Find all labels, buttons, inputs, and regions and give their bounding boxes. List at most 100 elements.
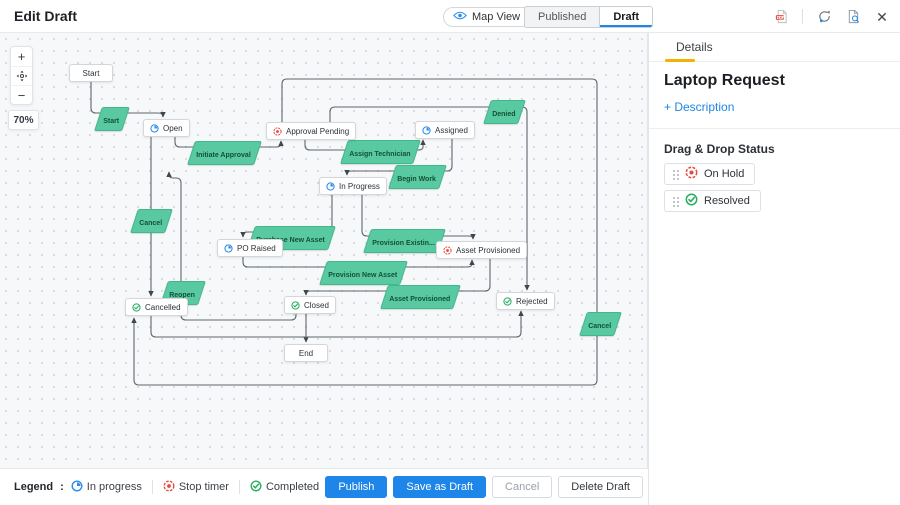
draft-toggle: Published Draft	[524, 6, 653, 28]
publish-button[interactable]: Publish	[325, 476, 388, 498]
status-chip-label: Resolved	[704, 195, 750, 207]
sidebar-divider	[649, 128, 900, 129]
workflow-edges	[90, 78, 598, 386]
edge-closed-open[interactable]	[166, 171, 297, 321]
header-divider	[802, 9, 803, 24]
zoom-in-button[interactable]: +	[17, 49, 26, 64]
transition-label-text: Cancel	[139, 220, 163, 227]
stop-timer-icon	[163, 479, 175, 495]
status-node-end[interactable]: End	[284, 344, 328, 362]
transition-label-text: Denied	[492, 111, 516, 118]
export-pdf-icon[interactable]	[773, 9, 789, 25]
transition-label-asset-provisioned[interactable]: Asset Provisioned	[380, 285, 461, 309]
history-icon[interactable]	[816, 9, 832, 25]
status-node-label: Assigned	[435, 125, 468, 135]
status-chip-label: On Hold	[704, 168, 745, 180]
in-progress-icon	[224, 243, 233, 253]
save-as-draft-button[interactable]: Save as Draft	[393, 476, 487, 498]
legend-divider	[238, 480, 240, 494]
legend-label: In progress	[86, 481, 142, 493]
footer-bar: Legend : In progress Stop timer Complete…	[0, 468, 648, 505]
transition-label-text: Cancel	[588, 323, 612, 330]
status-node-label: Start	[82, 68, 100, 78]
transition-label-begin-work[interactable]: Begin Work	[388, 165, 447, 189]
edge-approval-pending-rejected[interactable]	[329, 106, 530, 291]
status-node-po-raised[interactable]: PO Raised	[217, 239, 283, 257]
map-view-label: Map View	[472, 11, 521, 23]
drag-handle-icon	[672, 195, 679, 207]
draggable-status-resolved[interactable]: Resolved	[664, 190, 761, 212]
status-node-in-progress[interactable]: In Progress	[319, 177, 387, 195]
zoom-level-badge: 70%	[8, 110, 39, 130]
tab-details[interactable]: Details	[676, 40, 713, 54]
status-node-label: Cancelled	[145, 302, 181, 312]
stop-timer-icon	[443, 245, 452, 255]
tab-published[interactable]: Published	[525, 7, 601, 27]
add-description-link[interactable]: + Description	[664, 100, 735, 114]
status-node-label: Rejected	[516, 296, 548, 306]
transition-label-assign-technician[interactable]: Assign Technician	[340, 140, 422, 164]
legend-item-in-progress: In progress	[71, 479, 142, 495]
workflow-title: Laptop Request	[664, 72, 785, 89]
legend-divider	[151, 480, 153, 494]
completed-icon	[250, 479, 262, 495]
edge-cancelled-rejected[interactable]	[150, 310, 524, 338]
status-node-label: Open	[163, 123, 183, 133]
drag-drop-heading: Drag & Drop Status	[664, 142, 775, 156]
status-node-approval-pending[interactable]: Approval Pending	[266, 122, 357, 140]
in-progress-icon	[150, 123, 159, 133]
status-node-label: Approval Pending	[286, 126, 350, 136]
top-bar: Edit Draft Map View ▾ Published Draft ✕	[0, 0, 900, 33]
status-node-start[interactable]: Start	[69, 64, 113, 82]
sidebar-tab-bar: Details	[649, 33, 900, 62]
legend: Legend : In progress Stop timer Complete…	[0, 479, 319, 495]
details-sidebar: Details Laptop Request + Description Dra…	[648, 33, 900, 505]
legend-item-completed: Completed	[250, 479, 319, 495]
zoom-out-button[interactable]: −	[11, 85, 32, 104]
status-node-label: Closed	[304, 300, 329, 310]
delete-draft-button[interactable]: Delete Draft	[558, 476, 643, 498]
map-view-selector[interactable]: Map View ▾	[443, 7, 540, 27]
status-node-label: Asset Provisioned	[456, 245, 521, 255]
transition-label-text: Provision New Asset	[328, 272, 398, 279]
status-node-asset-provisioned[interactable]: Asset Provisioned	[436, 241, 528, 259]
header-actions: ✕	[773, 0, 890, 33]
status-node-label: PO Raised	[237, 243, 276, 253]
tab-draft[interactable]: Draft	[600, 7, 652, 27]
completed-icon	[685, 193, 698, 209]
status-node-label: End	[298, 348, 314, 358]
legend-heading: Legend	[14, 481, 54, 493]
in-progress-icon	[326, 181, 335, 191]
status-node-assigned[interactable]: Assigned	[415, 121, 475, 139]
transition-label-text: Begin Work	[397, 176, 436, 183]
completed-icon	[132, 302, 141, 312]
transition-label-provision-existin[interactable]: Provision Existin...	[363, 229, 446, 253]
cancel-button[interactable]: Cancel	[492, 476, 553, 498]
zoom-controls: + −	[10, 46, 33, 105]
transition-label-initiate-approval[interactable]: Initiate Approval	[187, 141, 262, 165]
completed-icon	[503, 296, 512, 306]
legend-colon: :	[60, 481, 64, 493]
stop-timer-icon	[273, 126, 282, 136]
active-tab-underline	[665, 59, 695, 62]
status-node-open[interactable]: Open	[143, 119, 190, 137]
status-node-rejected[interactable]: Rejected	[496, 292, 555, 310]
eye-icon	[453, 11, 467, 23]
pan-move-icon[interactable]	[11, 66, 32, 85]
transition-label-text: Asset Provisioned	[389, 296, 451, 303]
legend-label: Stop timer	[178, 481, 229, 493]
edge-approval-pending-cancelled[interactable]	[131, 78, 598, 386]
status-node-cancelled[interactable]: Cancelled	[125, 298, 188, 316]
transition-label-text: Assign Technician	[349, 151, 411, 158]
in-progress-icon	[71, 479, 83, 495]
transition-label-provision-new-asset[interactable]: Provision New Asset	[319, 261, 408, 285]
draggable-status-on-hold[interactable]: On Hold	[664, 163, 756, 185]
close-icon[interactable]: ✕	[876, 8, 888, 25]
status-node-closed[interactable]: Closed	[284, 296, 336, 314]
stop-timer-icon	[685, 166, 698, 182]
preview-icon[interactable]	[845, 9, 861, 25]
drag-handle-icon	[672, 168, 679, 180]
